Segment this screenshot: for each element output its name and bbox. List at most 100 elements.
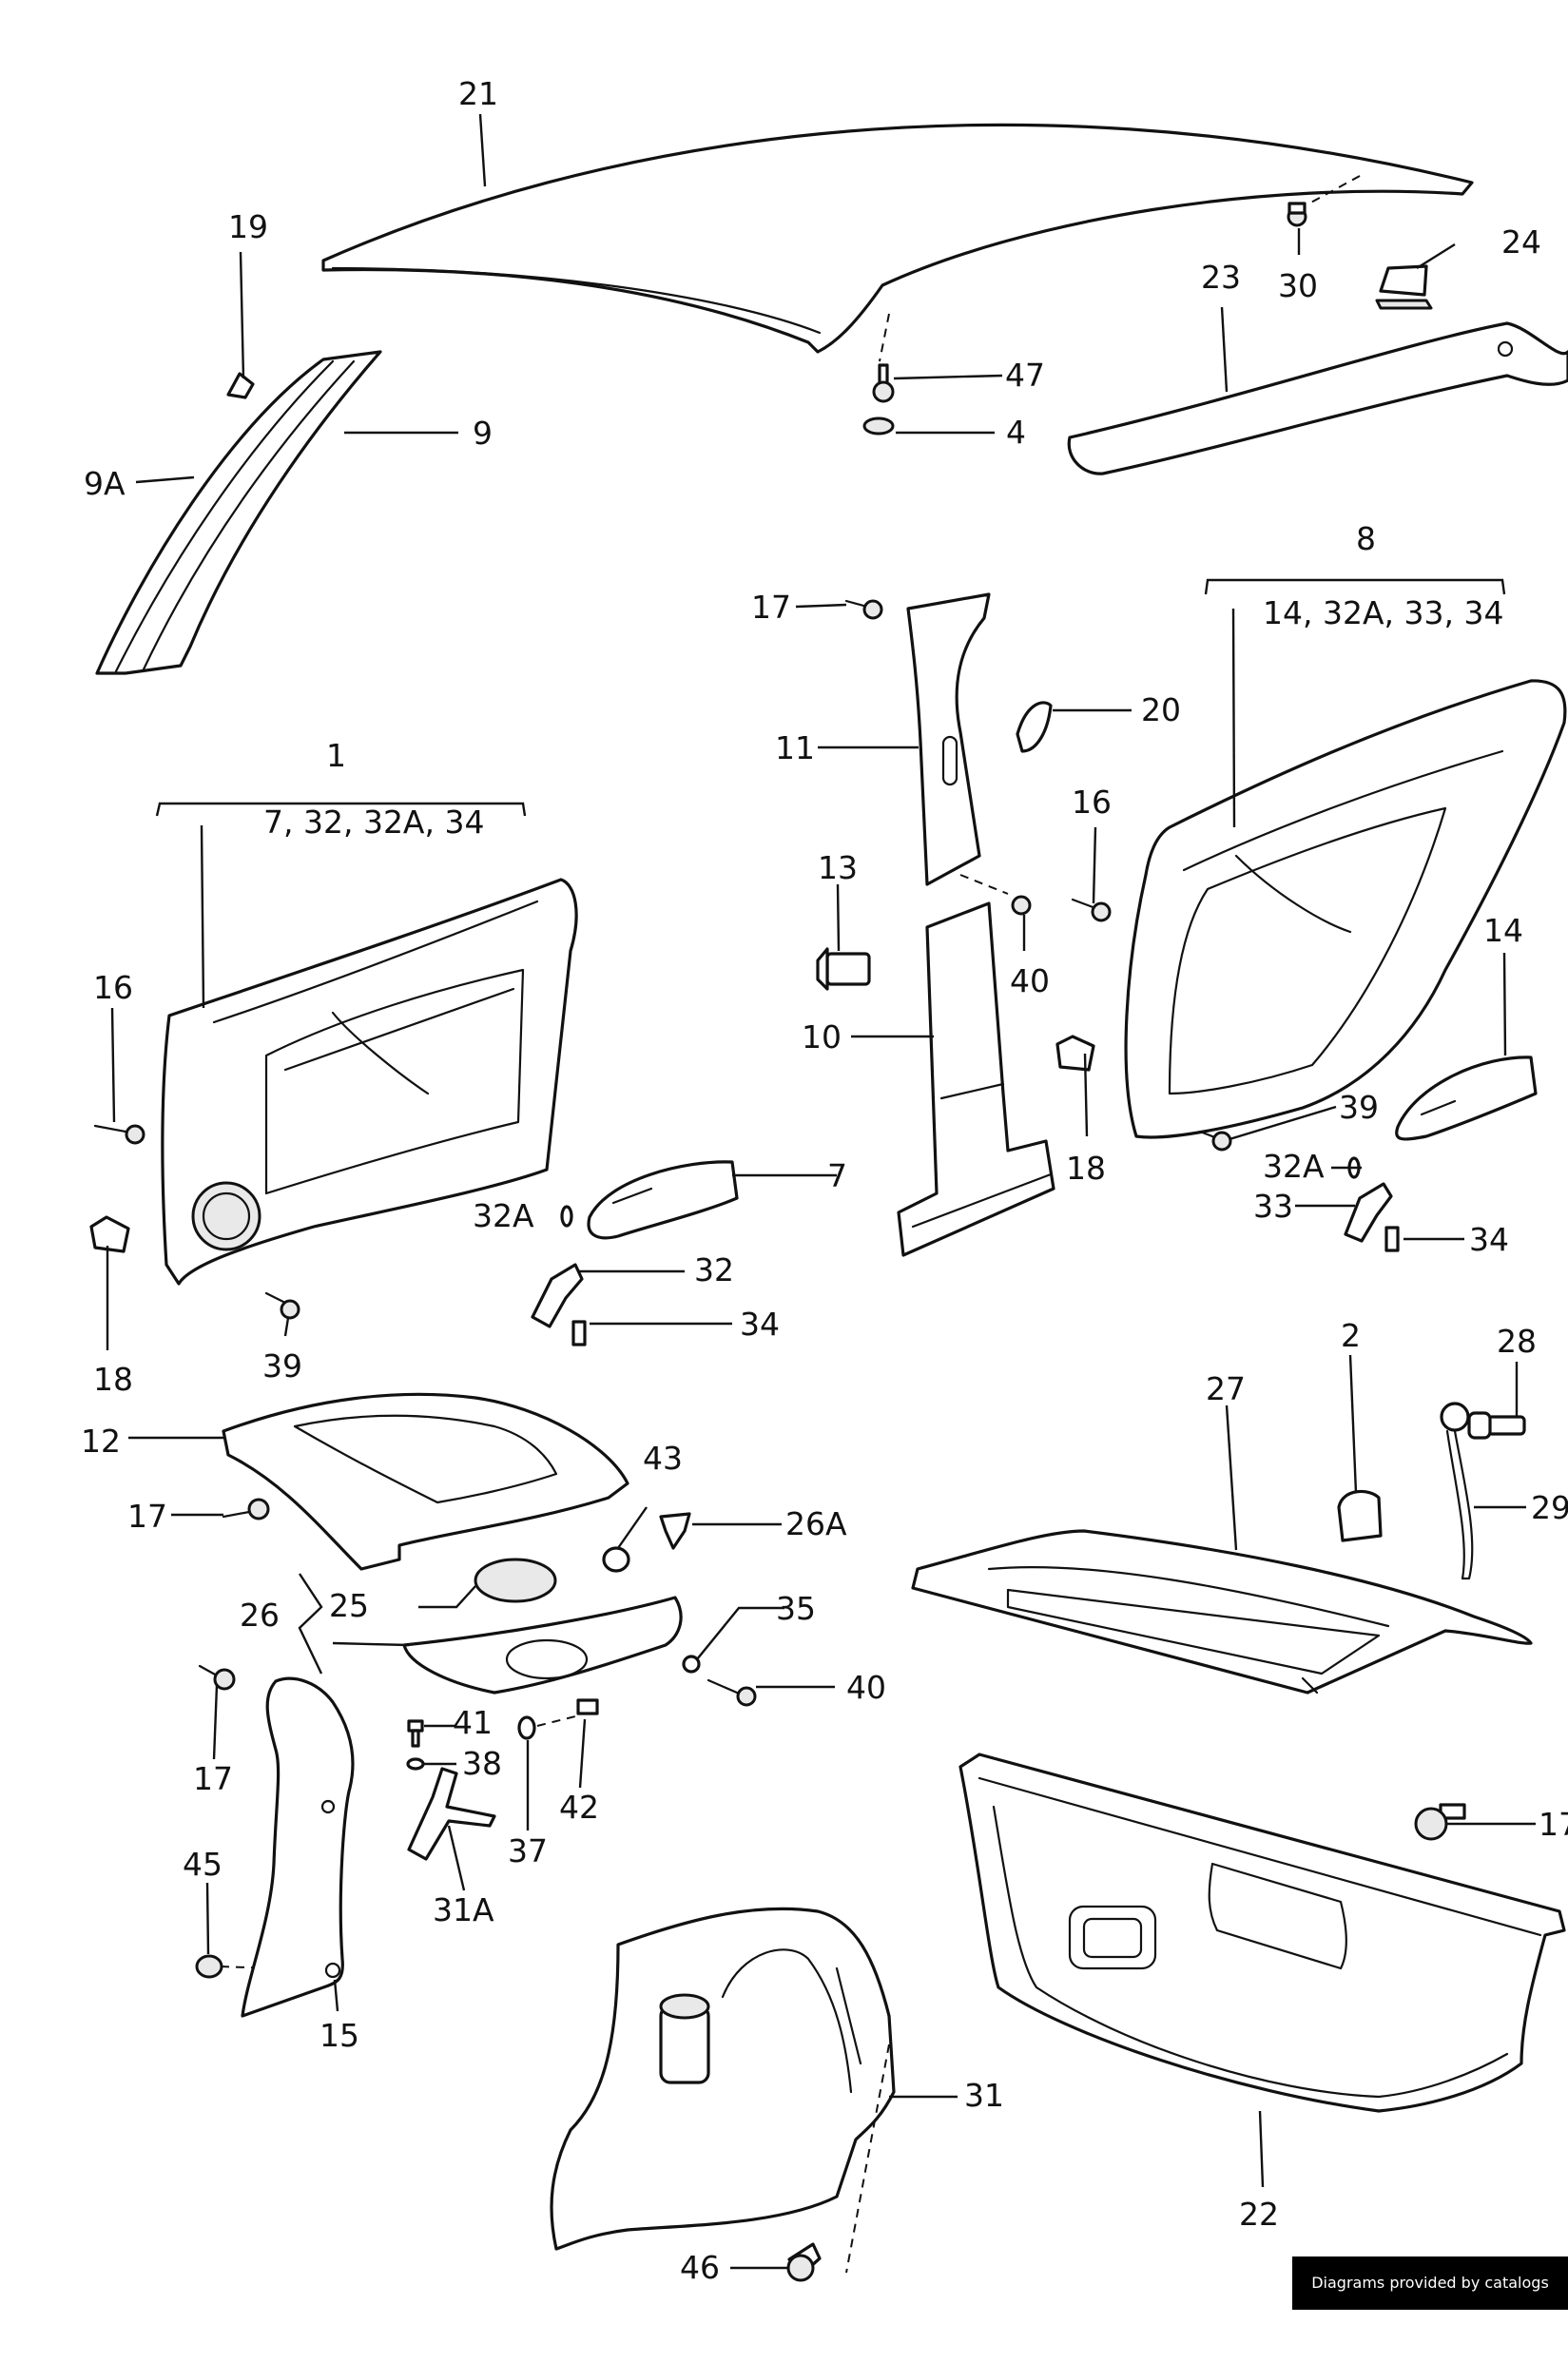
callout-18b: 18 — [1066, 1150, 1106, 1187]
part-1-front-door-panel — [161, 878, 578, 1286]
part-33-handle-bracket-right — [1344, 1182, 1393, 1243]
callout-16b: 16 — [1072, 784, 1112, 821]
part-26a-clip — [659, 1512, 691, 1550]
part-27-parcel-shelf — [911, 1529, 1533, 1695]
part-43-plug — [602, 1546, 630, 1573]
part-14-armrest-right — [1395, 1056, 1538, 1141]
callout-42: 42 — [559, 1789, 599, 1826]
callout-32a-left: 32A — [473, 1197, 534, 1234]
callout-26a: 26A — [785, 1505, 847, 1542]
part-31a-bracket — [407, 1767, 496, 1861]
part-42-bolt — [536, 1698, 599, 1727]
callout-39b: 39 — [1339, 1089, 1379, 1126]
callout-17c: 17 — [193, 1760, 233, 1797]
callout-11: 11 — [775, 729, 815, 766]
part-4-cap — [862, 416, 895, 436]
part-31-trunk-side-panel — [550, 1907, 896, 2274]
callout-14: 14 — [1483, 912, 1523, 949]
callout-1-group: 7, 32, 32A, 34 — [263, 804, 484, 841]
part-32a-plug-left — [560, 1205, 573, 1228]
part-24-clip — [1375, 264, 1433, 310]
callout-43: 43 — [643, 1440, 683, 1477]
callout-7: 7 — [827, 1157, 847, 1194]
part-20-latch-cover — [1016, 701, 1053, 753]
callout-8-group: 14, 32A, 33, 34 — [1263, 594, 1503, 631]
callout-18a: 18 — [93, 1361, 133, 1398]
callout-2: 2 — [1341, 1317, 1361, 1354]
part-23-roof-rail — [1067, 321, 1568, 475]
callout-17b: 17 — [127, 1498, 167, 1535]
part-30-screw — [1287, 175, 1361, 227]
callout-34a: 34 — [740, 1306, 780, 1343]
part-18-clip-center — [1055, 1035, 1095, 1072]
callout-labels: 21 19 9 9A 47 4 30 24 23 17 20 11 16 40 … — [81, 75, 1568, 2286]
callout-47: 47 — [1005, 357, 1045, 394]
callout-34b: 34 — [1469, 1221, 1509, 1258]
part-26-quarter-trim-lower — [402, 1596, 683, 1695]
callout-31a: 31A — [433, 1891, 494, 1928]
part-15-c-pillar-trim — [241, 1676, 355, 2018]
callout-45: 45 — [183, 1846, 223, 1883]
callout-35: 35 — [776, 1590, 816, 1627]
callout-16a: 16 — [93, 969, 133, 1006]
callout-22: 22 — [1239, 2196, 1279, 2233]
part-40-screw-lower — [707, 1678, 757, 1707]
callout-10: 10 — [802, 1018, 842, 1056]
leader-lines — [106, 113, 1536, 2270]
callout-20: 20 — [1141, 691, 1181, 728]
part-25-speaker-grille — [474, 1558, 557, 1603]
part-13-clip — [816, 947, 871, 991]
callout-30: 30 — [1278, 267, 1318, 304]
callout-15: 15 — [319, 2017, 359, 2054]
callout-29: 29 — [1531, 1489, 1568, 1526]
callout-25: 25 — [329, 1587, 369, 1624]
callout-4: 4 — [1006, 414, 1026, 451]
part-18-clip-left — [89, 1215, 130, 1253]
part-17-screw-c — [198, 1664, 236, 1691]
callout-28: 28 — [1497, 1323, 1537, 1360]
callout-12: 12 — [81, 1423, 121, 1460]
part-17-screw-d — [1414, 1803, 1466, 1841]
callout-40b: 40 — [846, 1669, 886, 1706]
part-9-a-pillar-trim — [95, 350, 382, 675]
callout-40a: 40 — [1010, 962, 1050, 999]
part-41-screw — [407, 1719, 424, 1748]
callout-17d: 17 — [1539, 1806, 1568, 1843]
interior-trim-parts-diagram: 21 19 9 9A 47 4 30 24 23 17 20 11 16 40 … — [81, 75, 1568, 2286]
part-21-headliner — [321, 123, 1474, 362]
callout-21: 21 — [458, 75, 498, 112]
part-11-b-pillar-upper — [906, 592, 991, 886]
callout-41: 41 — [453, 1704, 493, 1741]
part-8-rear-door-panel — [1124, 679, 1567, 1139]
part-29-strap — [1440, 1402, 1474, 1580]
callout-23: 23 — [1201, 259, 1241, 296]
part-17-screw-b — [222, 1498, 270, 1520]
callout-26: 26 — [240, 1597, 280, 1634]
part-34-bolt-left — [571, 1320, 587, 1346]
part-22-trunk-rear-panel — [958, 1753, 1566, 2113]
callout-33: 33 — [1253, 1188, 1293, 1225]
part-39-screw-left — [264, 1291, 300, 1320]
part-32-handle-bracket — [531, 1263, 584, 1328]
callout-39a: 39 — [262, 1347, 302, 1385]
callout-32a-right: 32A — [1263, 1148, 1325, 1185]
part-38-washer — [406, 1757, 425, 1771]
callout-9a: 9A — [84, 465, 126, 502]
part-37-washer — [517, 1715, 536, 1740]
part-10-b-pillar-lower — [897, 901, 1055, 1257]
part-2-cover — [1337, 1489, 1383, 1542]
part-16-screw-center — [1071, 898, 1112, 922]
part-19-clip — [226, 372, 255, 399]
callout-27: 27 — [1206, 1370, 1246, 1407]
part-35-washer — [682, 1655, 701, 1674]
callout-17a: 17 — [751, 589, 791, 626]
callout-13: 13 — [818, 849, 858, 886]
callout-24: 24 — [1501, 223, 1541, 261]
callout-37: 37 — [508, 1832, 548, 1869]
part-12-quarter-trim-upper — [222, 1392, 629, 1571]
part-7-armrest-left — [587, 1160, 739, 1240]
part-34-bolt-right — [1384, 1226, 1400, 1252]
part-16-screw-left — [93, 1124, 145, 1145]
callout-38: 38 — [462, 1745, 502, 1782]
part-17-screw-a — [844, 599, 883, 620]
